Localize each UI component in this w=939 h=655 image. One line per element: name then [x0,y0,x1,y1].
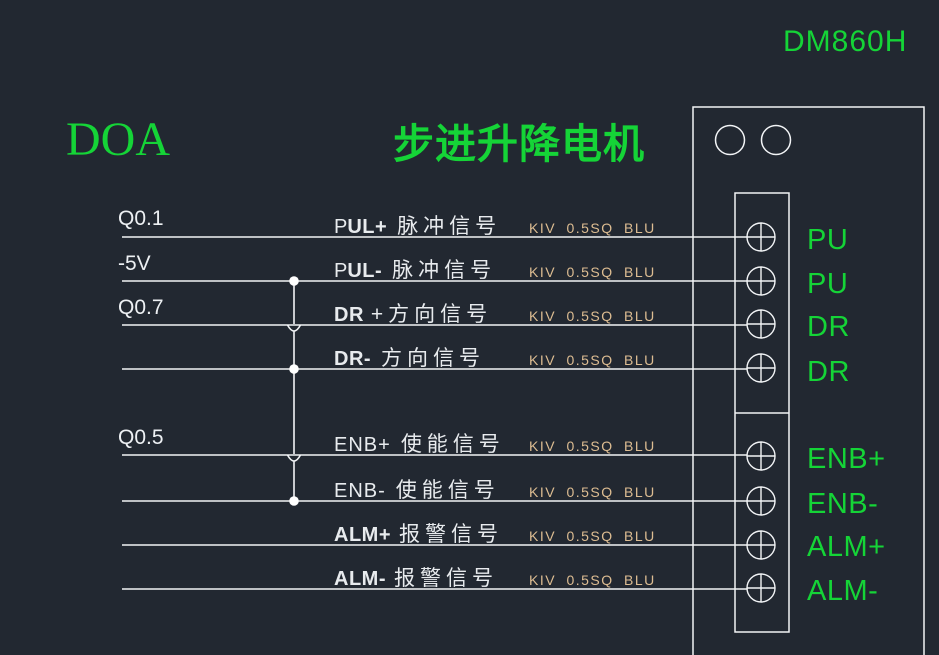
wire-spec-label: KIV 0.5SQ BLU [529,528,656,544]
wire-spec-label: KIV 0.5SQ BLU [529,264,656,280]
wire-spec-label: KIV 0.5SQ BLU [529,484,656,500]
terminal-pu-plus [746,222,776,252]
mounting-hole [714,124,746,156]
signal-label: DR+方向信号 [334,303,493,326]
signal-label: PUL-脉冲信号 [334,259,497,282]
junction-dot [289,364,299,374]
terminal-enb-minus [746,486,776,516]
terminal-dr-minus [746,353,776,383]
terminal-name-label: DR [807,356,850,388]
terminal-name-label: ENB- [807,488,879,520]
signal-label: PUL+脉冲信号 [334,215,502,238]
signal-label: ALM+报警信号 [334,523,503,546]
terminal-name-label: ENB+ [807,443,886,475]
signal-label: ALM-报警信号 [334,567,498,590]
wire-spec-label: KIV 0.5SQ BLU [529,352,656,368]
terminal-alm-plus [746,530,776,560]
junction-dots [289,276,299,506]
junction-dot [289,496,299,506]
terminal-name-label: DR [807,311,850,343]
signal-label: ENB+使能信号 [334,433,505,456]
crossover-hop [286,454,302,462]
driver-body-outline [692,106,925,655]
terminal-alm-minus [746,573,776,603]
common-bus [286,281,302,501]
wire-spec-label: KIV 0.5SQ BLU [529,572,656,588]
terminal-dr-plus [746,309,776,339]
plc-port-label: -5V [118,252,151,275]
terminal-name-label: ALM+ [807,531,886,563]
signal-label: ENB-使能信号 [334,479,500,502]
mounting-hole [760,124,792,156]
wire-lines [122,236,747,590]
crossover-hop [286,324,302,332]
junction-dot [289,276,299,286]
terminal-name-label: PU [807,268,849,300]
wire-spec-label: KIV 0.5SQ BLU [529,438,656,454]
drawing-code-label: DOA [66,113,170,166]
wire-spec-label: KIV 0.5SQ BLU [529,308,656,324]
signal-label: DR-方向信号 [334,347,486,370]
terminal-enb-plus [746,441,776,471]
terminal-name-label: PU [807,224,849,256]
plc-port-label: Q0.1 [118,207,164,230]
terminal-pu-minus [746,266,776,296]
terminal-name-label: ALM- [807,575,879,607]
wire-spec-label: KIV 0.5SQ BLU [529,220,656,236]
screw-terminals [746,222,776,603]
plc-port-label: Q0.7 [118,296,164,319]
driver-model-label: DM860H [783,25,908,58]
plc-port-label: Q0.5 [118,426,164,449]
motor-title: 步进升降电机 [393,121,645,167]
